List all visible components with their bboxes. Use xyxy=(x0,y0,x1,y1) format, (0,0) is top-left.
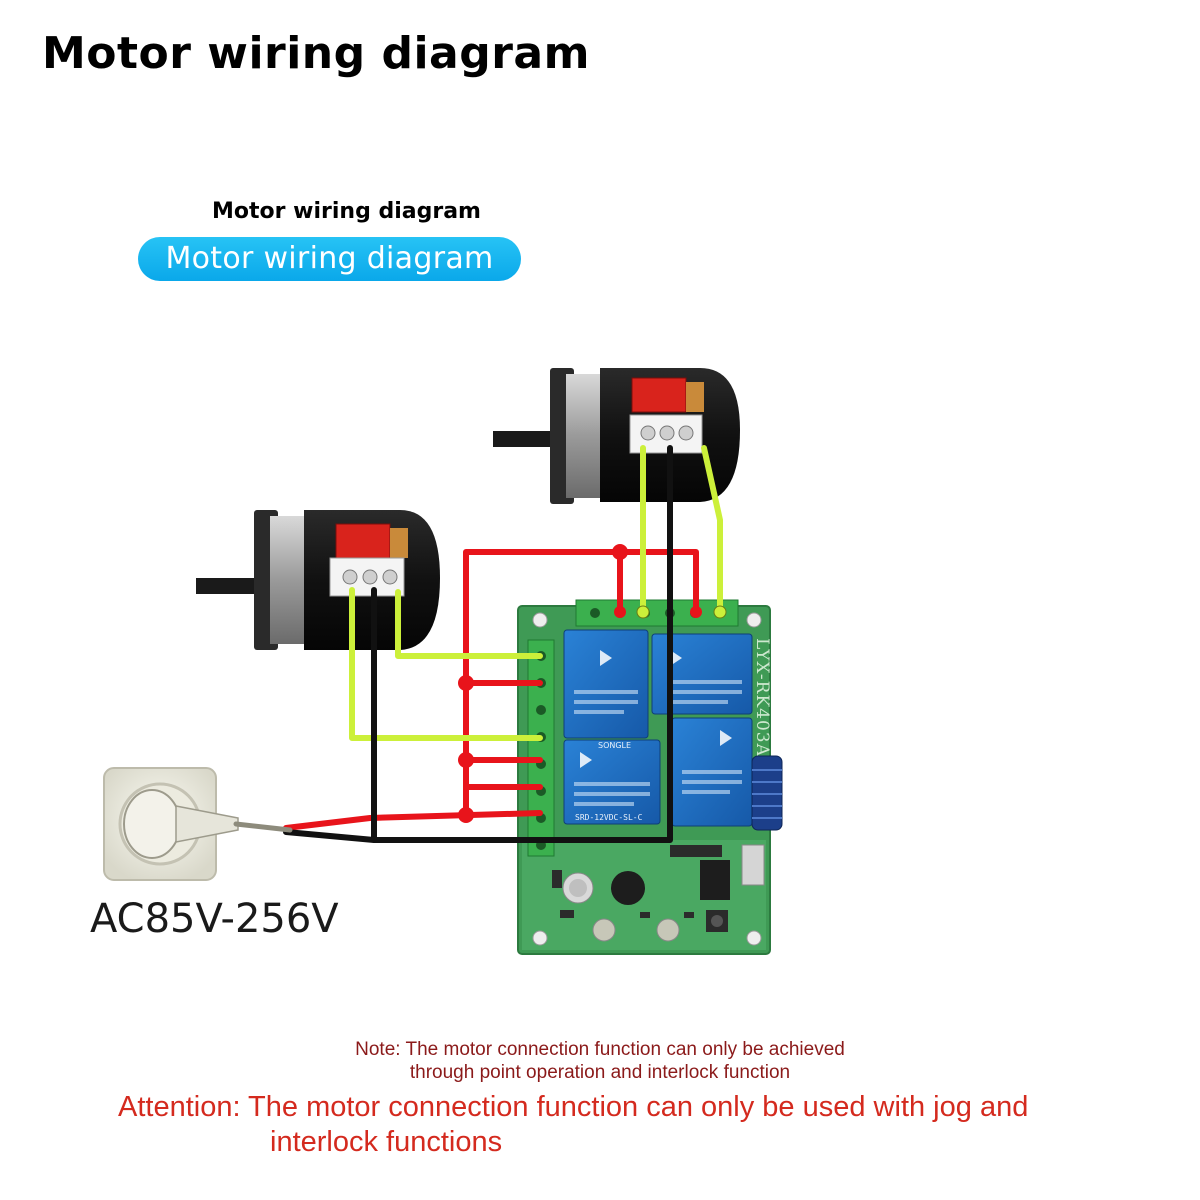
relay-board: SONGLE SRD-12VDC-SL-C LYX-RK403A xyxy=(517,599,783,955)
yellow-wire-m1-right xyxy=(701,445,723,615)
red-wire-power xyxy=(283,810,543,831)
note-line-2: through point operation and interlock fu… xyxy=(409,1062,791,1083)
black-wire-m1-common xyxy=(537,445,673,843)
antenna-icon xyxy=(751,755,783,831)
note-text: Note: The motor connection function can … xyxy=(150,1038,1050,1084)
relay-icon xyxy=(563,629,649,739)
page-title: Motor wiring diagram xyxy=(42,28,590,79)
yellow-wire-m2-right xyxy=(395,589,543,659)
motor-icon xyxy=(196,510,440,650)
relay-icon xyxy=(563,739,661,825)
relay-icon xyxy=(651,633,753,715)
plug-icon xyxy=(123,789,293,859)
attention-line-1: Attention: The motor connection function… xyxy=(118,1091,1029,1123)
relay-spec-label: SRD-12VDC-SL-C xyxy=(575,813,643,822)
voltage-label: AC85V-256V xyxy=(90,896,339,942)
section-pill-label: Motor wiring diagram xyxy=(138,237,521,281)
attention-text: Attention: The motor connection function… xyxy=(118,1090,1118,1160)
motor-icon xyxy=(493,368,740,504)
section-subtitle: Motor wiring diagram xyxy=(212,199,481,224)
relay-brand-label: SONGLE xyxy=(598,741,631,750)
note-line-1: Note: The motor connection function can … xyxy=(355,1039,845,1060)
black-wire-power xyxy=(283,829,377,843)
board-model-label: LYX-RK403A xyxy=(752,638,772,757)
relay-icon xyxy=(671,717,753,827)
attention-line-2: interlock functions xyxy=(270,1126,503,1158)
yellow-wire-m2-left xyxy=(349,587,543,741)
